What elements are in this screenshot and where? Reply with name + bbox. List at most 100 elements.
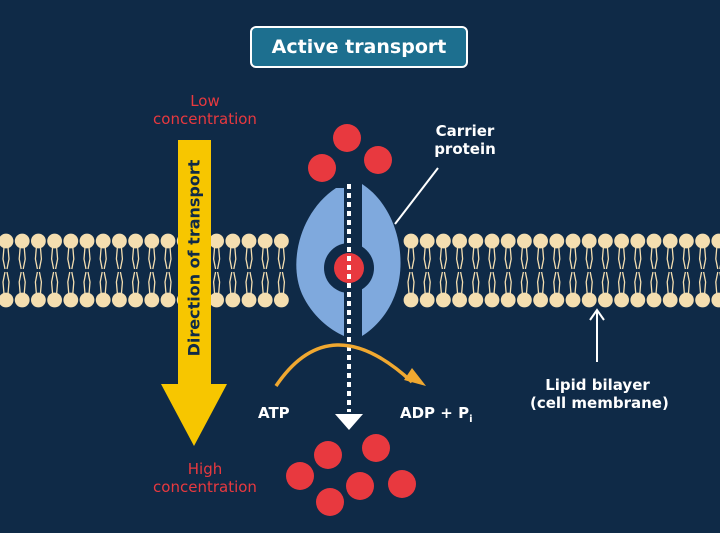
lipid-head <box>31 292 46 308</box>
lipid-head <box>614 292 629 308</box>
lipid-head <box>14 292 30 308</box>
lipid-head <box>241 233 257 249</box>
lipid-head <box>274 292 289 308</box>
lipid-tail <box>536 271 545 295</box>
low-label-line2: concentration <box>153 110 257 128</box>
lipid-tail <box>212 271 221 295</box>
lipid-head <box>662 292 678 308</box>
lipid-head <box>160 233 176 249</box>
atp-label: ATP <box>258 404 290 422</box>
lipid-head <box>517 292 532 308</box>
molecule <box>346 472 374 500</box>
lipid-tail <box>617 271 626 295</box>
lipid-tail <box>261 271 269 295</box>
high-concentration-label: High concentration <box>140 460 270 496</box>
lipid-tail <box>277 271 286 295</box>
lipid-tail <box>439 271 448 295</box>
lipid-tail <box>569 271 577 295</box>
lipid-tail <box>245 271 253 295</box>
lipid-tail <box>131 271 140 295</box>
lipid-head <box>225 233 241 249</box>
lipid-head <box>436 292 451 308</box>
lipid-head <box>565 292 581 308</box>
lipid-tails <box>2 246 720 295</box>
lipid-head <box>500 292 516 308</box>
lipid-head <box>484 292 500 308</box>
lipid-head <box>225 292 241 308</box>
high-label-line2: concentration <box>153 478 257 496</box>
lipid-tail <box>115 246 124 270</box>
lipid-tail <box>634 271 642 295</box>
carrier-protein-label: Carrier protein <box>420 122 510 158</box>
lipid-tail <box>34 271 43 295</box>
lipid-tail <box>488 246 496 270</box>
lipid-head <box>112 292 127 308</box>
lipid-tail <box>18 271 26 295</box>
direction-arrow <box>161 140 227 446</box>
lipid-head <box>274 233 289 249</box>
adp-label: ADP + Pi <box>400 404 473 429</box>
lipid-head <box>403 292 419 308</box>
molecule <box>362 434 390 462</box>
lipid-head <box>646 292 662 308</box>
lipid-tail <box>536 246 545 270</box>
lipid-head <box>63 233 79 249</box>
lipid-head <box>209 292 225 308</box>
lipid-head <box>517 233 532 249</box>
lipid-head <box>598 292 613 308</box>
molecule <box>308 154 336 182</box>
lipid-tail <box>34 246 43 270</box>
carrier-protein-right <box>362 184 401 336</box>
lipid-head <box>47 292 62 308</box>
lipid-head <box>128 233 144 249</box>
lipid-tail <box>585 246 593 270</box>
lipid-tail <box>67 271 75 295</box>
lipid-tail <box>83 246 91 270</box>
lipid-head <box>549 233 565 249</box>
lipid-head <box>533 292 548 308</box>
lipid-tail <box>715 271 720 295</box>
lipid-head <box>79 292 95 308</box>
lipid-tail <box>115 271 124 295</box>
high-label-line1: High <box>187 460 223 478</box>
lipid-head <box>47 233 62 249</box>
lipid-tail <box>569 246 577 270</box>
lipid-tail <box>212 246 221 270</box>
lipid-tail <box>148 271 156 295</box>
lipid-head <box>468 292 484 308</box>
lipid-tail <box>455 271 464 295</box>
lipid-tail <box>131 246 140 270</box>
lipid-tail <box>617 246 626 270</box>
lipid-tail <box>553 246 561 270</box>
lipid-head <box>14 233 30 249</box>
lipid-tail <box>148 246 156 270</box>
lipid-tail <box>18 246 26 270</box>
lipid-tail <box>682 271 691 295</box>
lipid-tail <box>407 271 415 295</box>
lipid-head <box>0 292 14 308</box>
lipid-tail <box>455 246 464 270</box>
lipid-head <box>695 292 710 308</box>
atp-arc-arrowhead <box>404 368 426 386</box>
lipid-head <box>209 233 225 249</box>
adp-subscript: i <box>469 414 473 425</box>
lipid-head <box>112 233 127 249</box>
lipid-tail <box>229 271 237 295</box>
lipid-tail <box>650 246 658 270</box>
transport-arrowhead <box>335 414 363 430</box>
molecule <box>314 441 342 469</box>
lipid-tail <box>439 246 448 270</box>
lipid-label-line2: (cell membrane) <box>530 394 669 412</box>
lipid-tail <box>50 271 59 295</box>
lipid-tail <box>229 246 237 270</box>
low-concentration-label: Low concentration <box>150 92 260 128</box>
low-concentration-molecules <box>308 124 392 182</box>
lipid-label-line1: Lipid bilayer <box>545 376 650 394</box>
lipid-tail <box>504 246 512 270</box>
lipid-tail <box>261 246 269 270</box>
lipid-tail <box>2 246 10 270</box>
lipid-head <box>31 233 46 249</box>
lipid-head <box>95 233 111 249</box>
